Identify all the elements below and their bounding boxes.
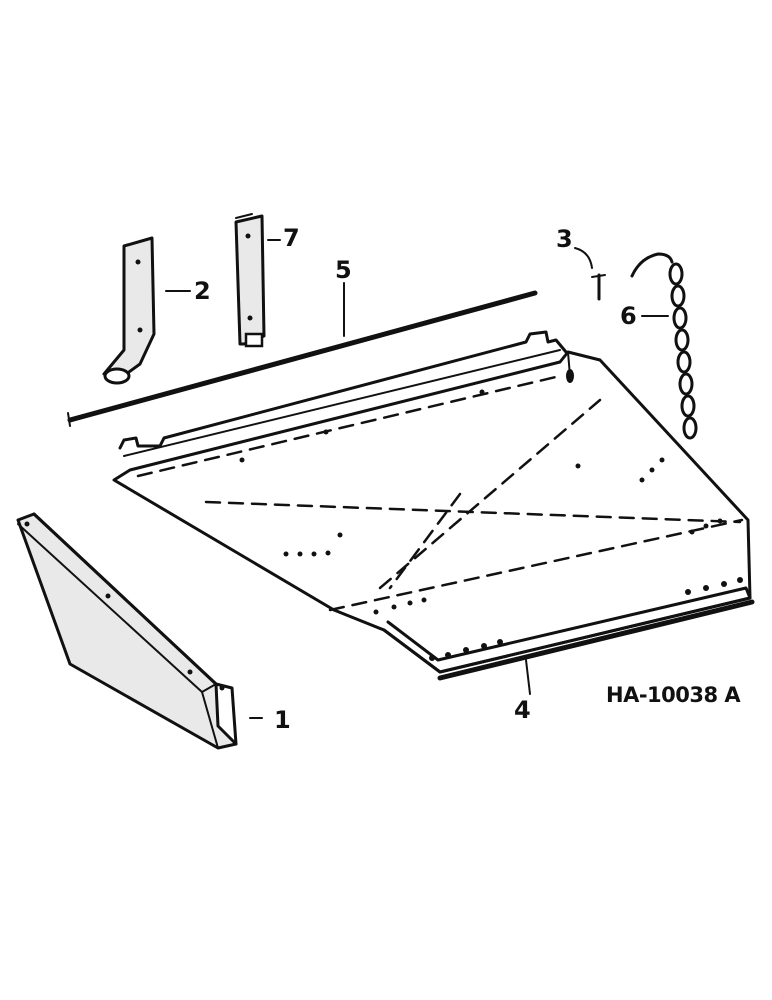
- leader-line-3: [574, 247, 593, 269]
- chain-part-6: [630, 252, 698, 440]
- callout-1: 1: [274, 706, 291, 734]
- bracket-part-2: [102, 236, 156, 385]
- rod-part-5: [67, 290, 538, 427]
- strap-part-7: [234, 213, 266, 348]
- reference-code: HA-10038 A: [606, 683, 741, 707]
- callout-4: 4: [514, 696, 531, 724]
- callout-7: 7: [283, 224, 300, 252]
- pin-part-3: [591, 273, 606, 301]
- side-panel-part-1: [16, 512, 238, 750]
- callout-3: 3: [556, 225, 573, 253]
- pan-part-4: [112, 330, 755, 681]
- callout-2: 2: [194, 277, 211, 305]
- leader-line-4: [525, 659, 531, 695]
- callout-5: 5: [335, 256, 352, 284]
- callout-6: 6: [620, 302, 637, 330]
